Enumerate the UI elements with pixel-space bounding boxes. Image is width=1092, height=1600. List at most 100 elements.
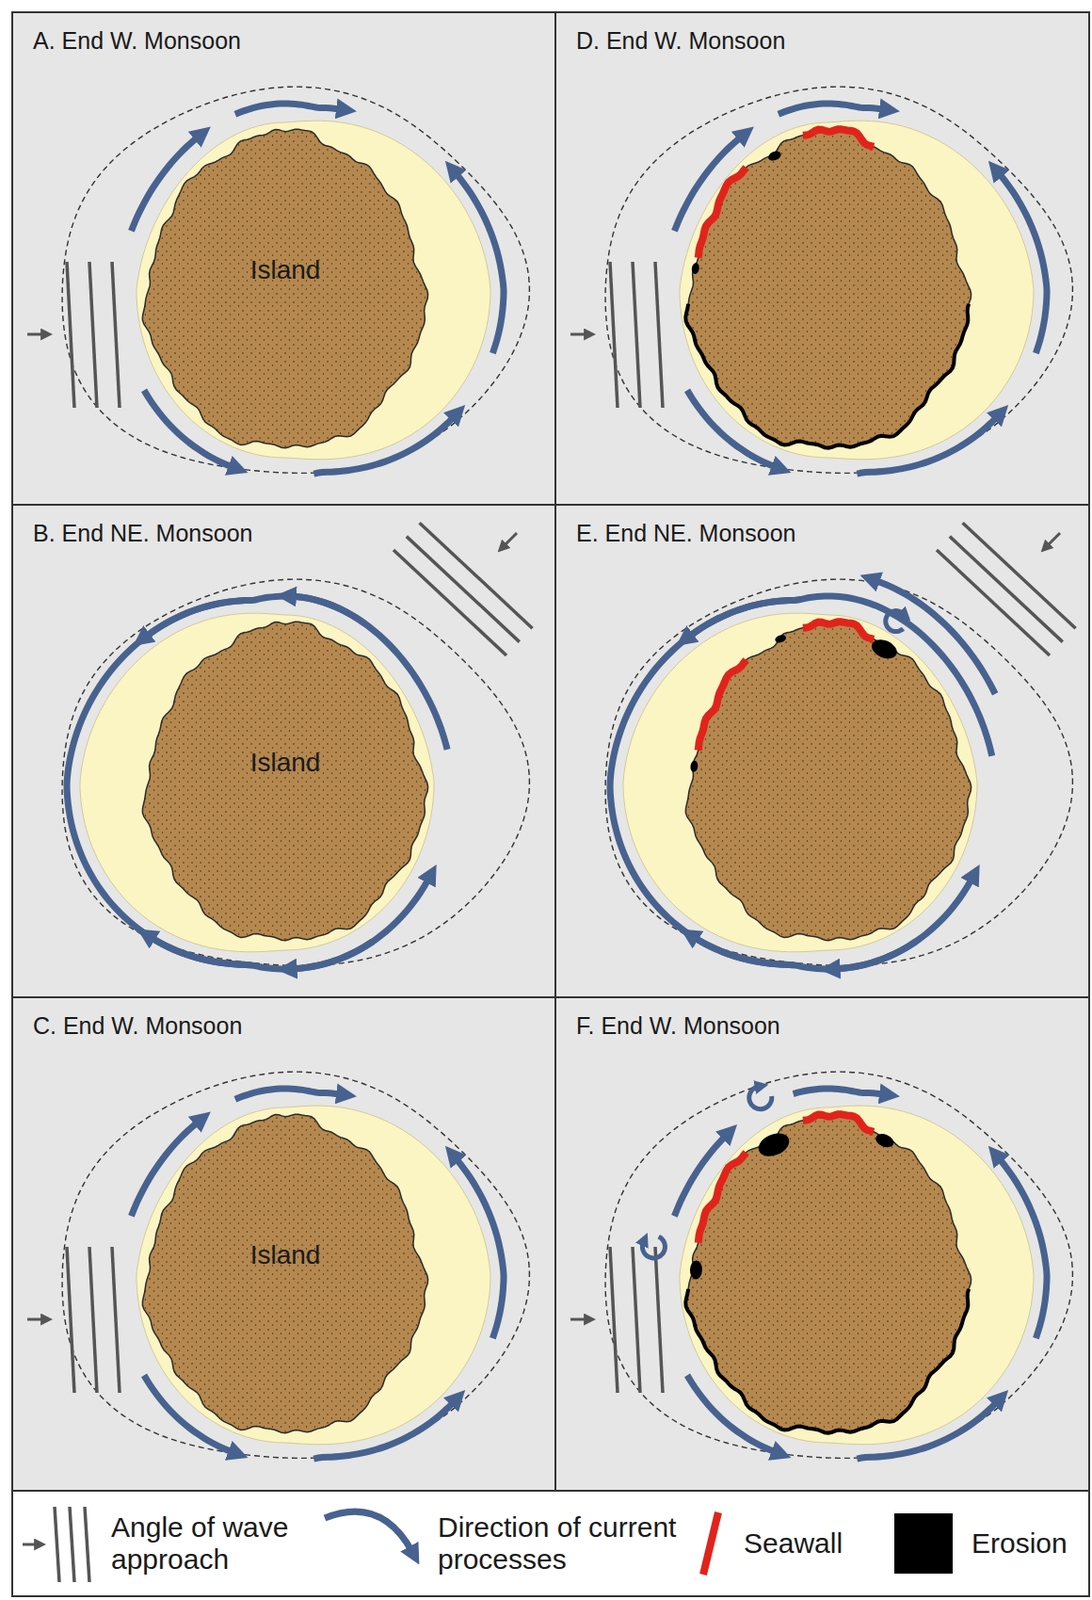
wave-arrow (27, 1317, 45, 1321)
current-arrow (610, 595, 993, 969)
grid-line (554, 12, 557, 1491)
sand-deposit (80, 612, 434, 952)
wave-arrow (570, 1317, 588, 1321)
current-arrow (144, 1374, 235, 1452)
wave-crest-sample (84, 1506, 90, 1582)
current-arrow (130, 135, 199, 231)
wave-crest (89, 261, 97, 408)
island-label: Island (250, 1239, 322, 1308)
eddy-arrow (749, 1086, 772, 1109)
island-outline (138, 125, 433, 452)
erosion-patch (868, 635, 900, 662)
erosion-patch (754, 1128, 793, 1161)
wave-crest (66, 261, 75, 408)
island-label: Island (250, 747, 322, 816)
island-shape (142, 1113, 428, 1432)
seawall (802, 128, 874, 147)
current-arrow (235, 1088, 343, 1099)
current-arrow (313, 415, 455, 474)
reef-outline (62, 578, 530, 965)
erosion-patch (773, 633, 787, 644)
panel-illustration (12, 12, 556, 505)
reef-outline (605, 578, 1073, 965)
wave-crest (936, 549, 1050, 656)
reef-outline (605, 1071, 1073, 1458)
wave-crest-sample (54, 1506, 60, 1582)
panel-ground (555, 996, 1090, 1491)
island-shape (142, 128, 428, 448)
island-outline (138, 1109, 433, 1437)
current-arrow (454, 172, 504, 354)
panel-ground (555, 12, 1090, 505)
panel-illustration (12, 504, 556, 997)
erosion-patch (690, 1259, 704, 1280)
current-arrow (778, 103, 886, 114)
wave-crest (632, 1246, 641, 1393)
island-shape (685, 128, 971, 448)
wave-crest (89, 1246, 97, 1393)
island-group (142, 621, 428, 940)
wave-crest (406, 536, 520, 643)
panel: Island C. End W. Monsoon (12, 996, 556, 1491)
sand-deposit (136, 1105, 491, 1445)
current-arrow (144, 389, 235, 467)
sand-deposit (679, 1105, 1034, 1445)
current-arrow (834, 941, 916, 969)
current-arrow (130, 1120, 199, 1216)
island: Island (138, 617, 433, 945)
current-arrow (997, 172, 1047, 354)
wave-crest (963, 522, 1076, 628)
panel: IslandA. End W. Monsoon (12, 12, 556, 505)
island-texture (685, 621, 971, 940)
wave-crest (655, 261, 663, 408)
panel-illustration (555, 504, 1090, 997)
panel-ground (12, 504, 556, 997)
wave-crest (610, 261, 618, 408)
wave-arrow (503, 532, 517, 546)
wave-arrow-sample (22, 1542, 38, 1546)
current-arrow (235, 103, 343, 114)
panel-ground (12, 12, 556, 505)
panel-ground (555, 504, 1090, 997)
current-arrow (149, 936, 252, 965)
island: Island (138, 1109, 433, 1437)
wave-crest (419, 522, 533, 628)
grid-line (12, 1489, 1090, 1492)
panel-title: C. End W. Monsoon (32, 1011, 242, 1040)
seawall (802, 1113, 874, 1132)
current-arrow (313, 1399, 455, 1459)
panel: D. End W. Monsoon (555, 12, 1090, 505)
current-arrow (793, 1088, 886, 1094)
wave-arrow (27, 333, 45, 337)
current-arrow (290, 941, 373, 969)
legend-text: Direction of current processes (437, 1510, 685, 1576)
island-group (142, 1113, 428, 1432)
panel-illustration (555, 12, 1090, 505)
wave-crest (632, 261, 641, 408)
wave-crest (610, 1246, 618, 1393)
island-label: Island (250, 255, 322, 323)
wave-crest (949, 536, 1063, 643)
current-arrow (692, 936, 795, 965)
current-arrow (454, 1156, 504, 1338)
panel-title: D. End W. Monsoon (576, 27, 786, 55)
panel-illustration (12, 996, 556, 1491)
wave-crest (66, 1246, 75, 1393)
seawall (698, 167, 747, 258)
island-shape (685, 1113, 971, 1432)
island-texture (142, 128, 428, 448)
legend-samples (22, 1506, 719, 1582)
panel-title: B. End NE. Monsoon (32, 519, 253, 547)
erosion-patch (767, 149, 783, 163)
wave-crest-sample (69, 1506, 75, 1582)
panel-borders (12, 12, 1090, 1596)
panel: Island B. End NE. Monsoon (12, 504, 556, 997)
wave-crest (393, 549, 507, 656)
current-arrow (997, 1156, 1047, 1338)
reef-outline (62, 1071, 530, 1458)
island-shape (685, 621, 971, 940)
erosion-patch (873, 1130, 896, 1150)
island-texture (685, 128, 971, 448)
